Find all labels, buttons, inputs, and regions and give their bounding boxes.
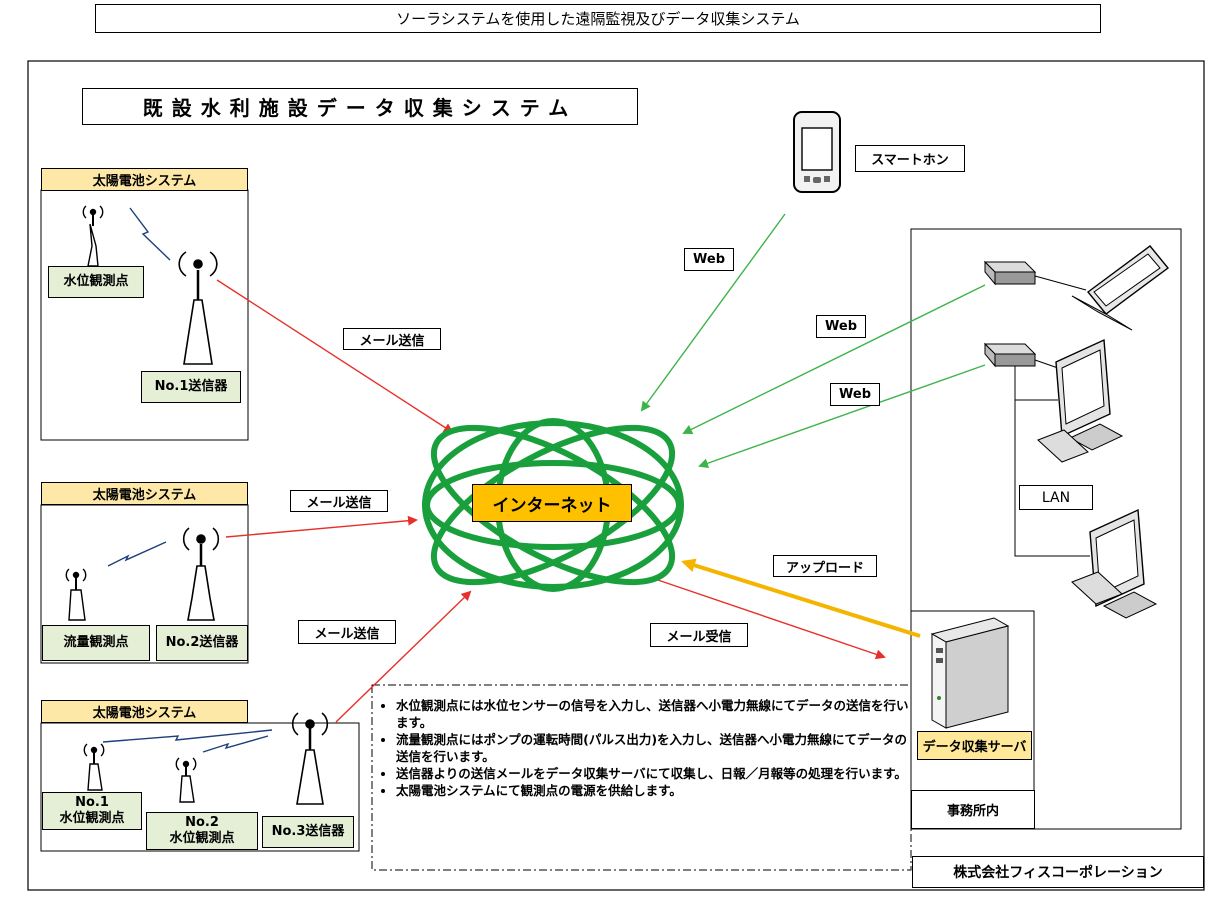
solar-system-header-1: 太陽電池システム (41, 168, 248, 191)
desktop-pc-2-icon (1071, 508, 1158, 619)
laptop-icon (1071, 245, 1170, 331)
company-label: 株式会社フィスコーポレーション (912, 856, 1204, 888)
mail-send-arrows (216, 279, 472, 723)
sensor-antenna-icon (82, 205, 104, 267)
mail-send-label-3: メール送信 (298, 620, 396, 644)
lan-cables (1014, 275, 1090, 557)
web-label-3: Web (830, 383, 880, 406)
note-item: 流量観測点にはポンプの運転時間(パルス出力)を入力し、送信器へ小電力無線にてデー… (396, 731, 910, 765)
flow-sensor-antenna-icon (65, 568, 87, 621)
transmitter-antenna-icon (178, 251, 218, 365)
data-server-label: データ収集サーバ (917, 731, 1032, 760)
system-title: 既設水利施設データ収集システム (82, 88, 638, 125)
mail-receive-arrow (651, 577, 886, 660)
radio-link-zigzags (102, 207, 273, 753)
network-hub-icon (983, 260, 1037, 286)
station2-no: No.2 (185, 815, 219, 830)
internet-globe-icon (422, 418, 684, 592)
server-area-frame (910, 610, 1035, 830)
note-item: 送信器よりの送信メールをデータ収集サーバにて収集し、日報／月報等の処理を行います… (396, 765, 910, 782)
office-frame (910, 228, 1182, 830)
solar-panel-2 (40, 504, 249, 664)
solar-system-header-2: 太陽電池システム (41, 482, 248, 505)
water-level-station-label: 水位観測点 (48, 266, 144, 298)
water-level-sensor2-antenna-icon (175, 757, 197, 803)
notes-frame (371, 684, 912, 871)
web-label-1: Web (684, 248, 734, 271)
solar-system-header-3: 太陽電池システム (41, 700, 248, 723)
network-hub-2-icon (983, 342, 1037, 368)
desktop-pc-1-icon (1037, 338, 1124, 463)
transmitter3-antenna-icon (291, 712, 329, 805)
main-frame (27, 60, 1205, 891)
solar-panel-3 (40, 722, 360, 852)
transmitter2-label: No.2送信器 (156, 625, 248, 661)
station1-name: 水位観測点 (59, 811, 125, 827)
water-level-station2-label: No.2 水位観測点 (146, 812, 258, 850)
smartphone-label: スマートホン (855, 145, 965, 172)
mail-send-label-1: メール送信 (343, 328, 441, 350)
water-level-station1-label: No.1 水位観測点 (42, 792, 142, 830)
office-label: 事務所内 (911, 790, 1035, 829)
page-title: ソーラシステムを使用した遠隔監視及びデータ収集システム (95, 4, 1101, 33)
web-arrows (640, 213, 986, 469)
station1-no: No.1 (75, 795, 109, 810)
web-label-2: Web (816, 315, 866, 338)
transmitter1-label: No.1送信器 (141, 371, 241, 403)
mail-receive-label: メール受信 (650, 623, 748, 647)
transmitter3-label: No.3送信器 (262, 816, 354, 848)
smartphone-icon (793, 111, 841, 193)
note-item: 太陽電池システムにて観測点の電源を供給します。 (396, 782, 910, 799)
notes-list: 水位観測点には水位センサーの信号を入力し、送信器へ小電力無線にてデータの送信を行… (380, 697, 910, 799)
lan-label: LAN (1019, 485, 1093, 510)
transmitter2-antenna-icon (182, 527, 220, 621)
upload-arrow (681, 558, 921, 638)
upload-label: アップロード (773, 555, 877, 577)
mail-send-label-2: メール送信 (290, 490, 388, 512)
water-level-sensor1-antenna-icon (83, 743, 105, 791)
flow-station-label: 流量観測点 (42, 625, 150, 661)
station2-name: 水位観測点 (169, 831, 235, 847)
note-item: 水位観測点には水位センサーの信号を入力し、送信器へ小電力無線にてデータの送信を行… (396, 697, 910, 731)
server-icon (930, 617, 1010, 729)
internet-label: インターネット (472, 484, 632, 522)
